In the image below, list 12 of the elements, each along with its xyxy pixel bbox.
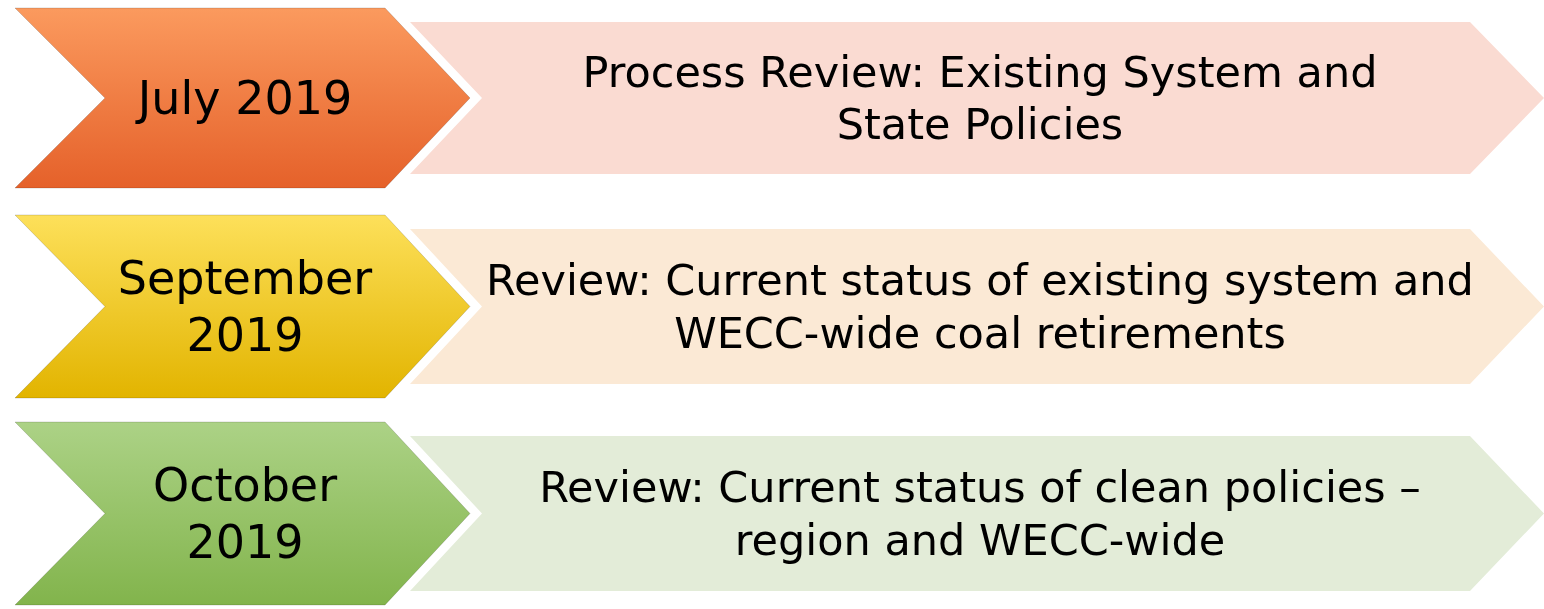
description-band: [410, 436, 1544, 591]
description-band: [410, 229, 1544, 384]
date-tab: [15, 422, 470, 605]
description-band: [410, 22, 1544, 174]
date-label: September 2019: [116, 250, 374, 363]
date-label: October 2019: [151, 457, 339, 570]
date-tab: [15, 8, 470, 188]
date-label: July 2019: [137, 69, 353, 127]
description-text: Review: Current status of clean policies – region and WECC-wide: [538, 461, 1422, 566]
description-text: Review: Current status of existing system and WECC-wide coal retirements: [485, 254, 1475, 359]
date-tab: [15, 215, 470, 398]
description-text: Process Review: Existing System and State Policies: [581, 45, 1379, 151]
